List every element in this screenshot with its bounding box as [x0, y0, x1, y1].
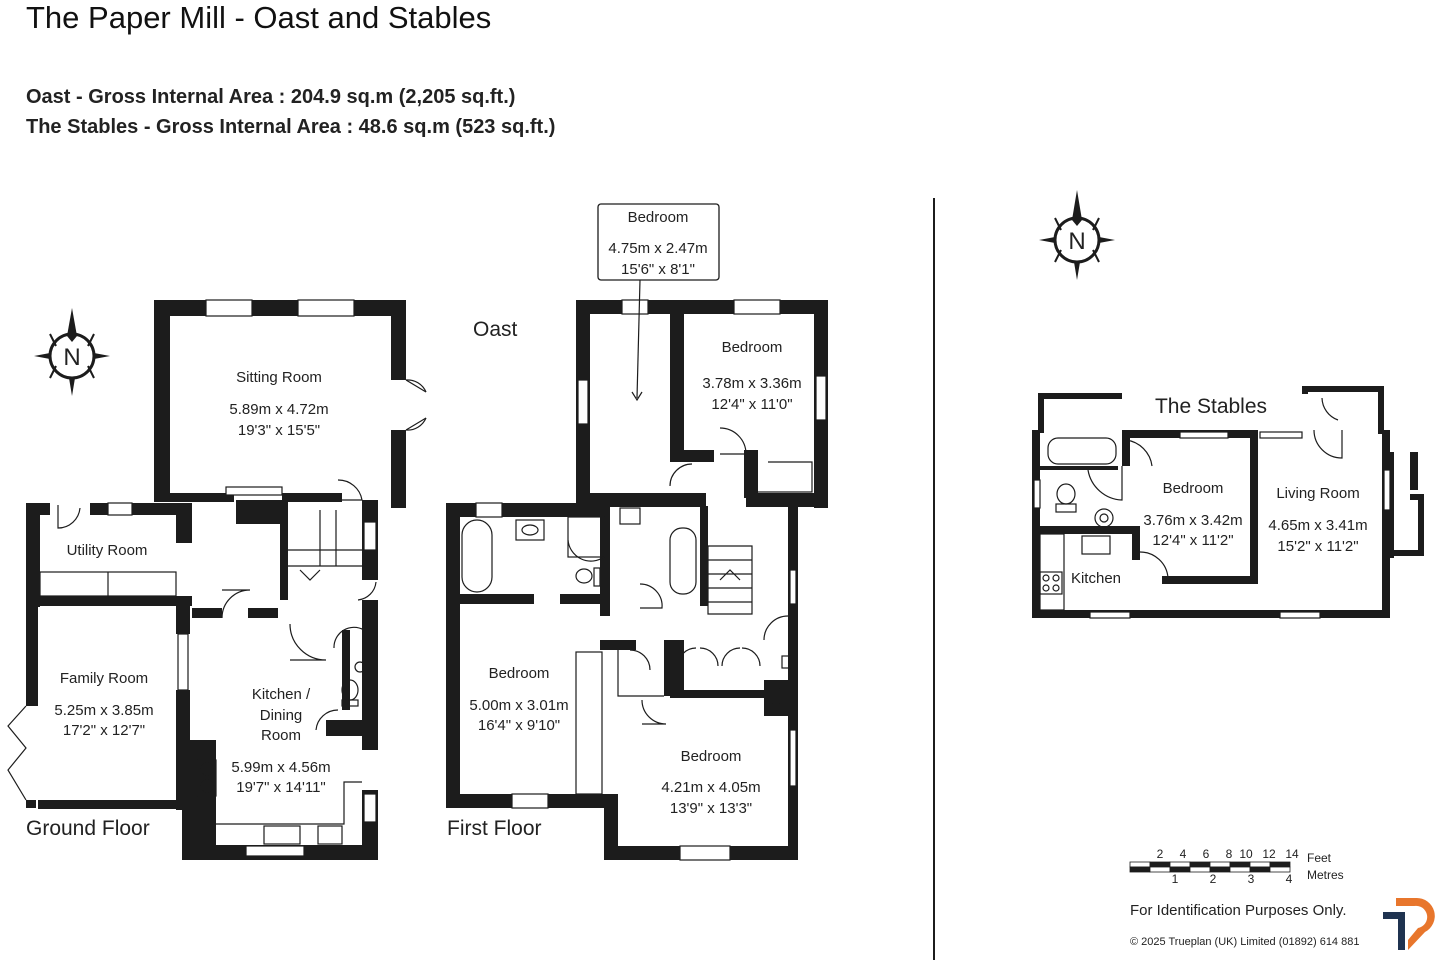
compass-letter: N [1068, 228, 1085, 255]
disclaimer-text: For Identification Purposes Only. [1130, 902, 1347, 919]
stables-living-metric: 4.65m x 3.41m [1268, 517, 1367, 534]
metres-unit-label: Metres [1307, 868, 1344, 882]
sitting-room-imperial: 19'3" x 15'5" [238, 422, 320, 439]
kitchen-metric: 5.99m x 4.56m [231, 759, 330, 776]
feet-tick-label: 8 [1226, 847, 1233, 861]
family-room-metric: 5.25m x 3.85m [54, 702, 153, 719]
bedroom-callout-name: Bedroom [628, 209, 689, 226]
feet-unit-label: Feet [1307, 851, 1332, 865]
bedroom-w-metric: 5.00m x 3.01m [469, 697, 568, 714]
family-room-imperial: 17'2" x 12'7" [63, 722, 145, 739]
first-floor-label: First Floor [447, 817, 542, 840]
feet-tick-label: 10 [1239, 847, 1253, 861]
bedroom-callout-metric: 4.75m x 2.47m [608, 240, 707, 257]
bedroom-s-metric: 4.21m x 4.05m [661, 779, 760, 796]
scale-metre-segment [1149, 866, 1171, 873]
scale-feet-segment [1209, 861, 1231, 868]
stables-area-text: The Stables - Gross Internal Area : 48.6… [26, 116, 556, 138]
oast-label: Oast [473, 318, 518, 341]
metre-tick-label: 3 [1248, 872, 1255, 886]
compass-rose-icon: N [34, 308, 110, 396]
sitting-room-name: Sitting Room [236, 369, 322, 386]
metre-tick-label: 1 [1172, 872, 1179, 886]
stables-details [1033, 397, 1391, 619]
bedroom-callout-imperial: 15'6" x 8'1" [621, 261, 695, 278]
bedroom-w-imperial: 16'4" x 9'10" [478, 717, 560, 734]
bedroom-s-name: Bedroom [681, 748, 742, 765]
sitting-room-metric: 5.89m x 4.72m [229, 401, 328, 418]
scale-metre-segment [1189, 866, 1211, 873]
stables-bedroom-metric: 3.76m x 3.42m [1143, 512, 1242, 529]
metre-tick-label: 2 [1210, 872, 1217, 886]
feet-tick-label: 6 [1203, 847, 1210, 861]
bedroom-ne-name: Bedroom [722, 339, 783, 356]
scale-bar: 2 4 6 8 10 12 14 1 2 3 4 Feet Metres [1129, 847, 1344, 886]
compass-rose-icon: N [1039, 190, 1115, 280]
first-floor-details [461, 203, 827, 861]
scale-feet-segment [1189, 861, 1211, 868]
bedroom-ne-imperial: 12'4" x 11'0" [711, 396, 792, 413]
kitchen-name-line1: Kitchen / [252, 686, 311, 703]
stables-kitchen-name: Kitchen [1071, 570, 1121, 587]
scale-metre-segment [1269, 866, 1291, 873]
scale-feet-segment [1169, 861, 1191, 868]
ground-floor-plan [26, 300, 406, 860]
stables-bedroom-name: Bedroom [1163, 480, 1224, 497]
oast-area-text: Oast - Gross Internal Area : 204.9 sq.m … [26, 86, 516, 108]
scale-feet-segment [1269, 861, 1291, 868]
ground-floor-label: Ground Floor [26, 817, 150, 840]
scale-feet-segment [1229, 861, 1251, 868]
stables-living-name: Living Room [1276, 485, 1359, 502]
kitchen-imperial: 19'7" x 14'11" [236, 779, 326, 796]
copyright-text: © 2025 Trueplan (UK) Limited (01892) 614… [1130, 936, 1359, 948]
kitchen-name-line3: Room [261, 727, 301, 744]
scale-feet-segment [1249, 861, 1271, 868]
feet-tick-label: 2 [1157, 847, 1164, 861]
trueplan-logo-icon [1383, 897, 1435, 950]
family-room-name: Family Room [60, 670, 148, 687]
ground-floor-details [7, 299, 427, 857]
bedroom-s-imperial: 13'9" x 13'3" [670, 800, 752, 817]
bedroom-w-name: Bedroom [489, 665, 550, 682]
scale-feet-segment [1149, 861, 1171, 868]
scale-metre-segment [1129, 866, 1151, 873]
feet-tick-label: 4 [1180, 847, 1187, 861]
feet-tick-label: 12 [1262, 847, 1276, 861]
metre-tick-label: 4 [1286, 872, 1293, 886]
stables-bedroom-imperial: 12'4" x 11'2" [1152, 532, 1233, 549]
utility-room-name: Utility Room [67, 542, 148, 559]
stables-living-imperial: 15'2" x 11'2" [1277, 538, 1358, 555]
feet-tick-label: 14 [1285, 847, 1299, 861]
kitchen-name-line2: Dining [260, 707, 303, 724]
stables-label: The Stables [1155, 395, 1267, 418]
page-title: The Paper Mill - Oast and Stables [26, 0, 492, 35]
compass-letter: N [63, 344, 80, 371]
bedroom-ne-metric: 3.78m x 3.36m [702, 375, 801, 392]
scale-feet-segment [1129, 861, 1151, 868]
